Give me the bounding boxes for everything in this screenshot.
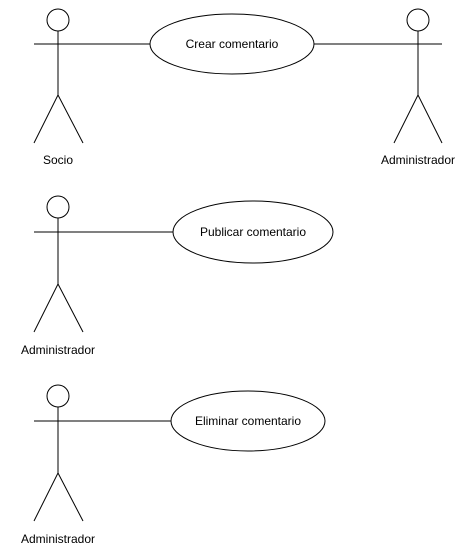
- actor-head: [406, 8, 430, 32]
- actor-label-socio: Socio: [43, 153, 73, 167]
- actor-administrador-publicar: Administrador: [21, 195, 95, 357]
- actor-label-administrador: Administrador: [381, 153, 455, 167]
- use-case-label-eliminar: Eliminar comentario: [195, 414, 301, 428]
- actor-head: [46, 384, 70, 408]
- use-case-publicar-comentario: Publicar comentario: [172, 200, 334, 264]
- actor-leg-right: [417, 94, 443, 144]
- use-case-label-crear: Crear comentario: [186, 37, 279, 51]
- use-case-label-publicar: Publicar comentario: [200, 225, 306, 239]
- actor-socio: Socio: [33, 8, 84, 167]
- actor-leg-left: [33, 94, 59, 144]
- actor-head: [46, 8, 70, 32]
- actor-administrador-eliminar: Administrador: [21, 384, 95, 546]
- use-case-crear-comentario: Crear comentario: [149, 13, 315, 75]
- use-case-ellipse: [170, 390, 326, 452]
- actor-leg-left: [33, 283, 59, 333]
- use-case-ellipse: [172, 200, 334, 264]
- actor-leg-left: [393, 94, 419, 144]
- actor-leg-right: [57, 472, 84, 522]
- actor-leg-left: [33, 472, 59, 522]
- actor-administrador-crear: Administrador: [381, 8, 455, 167]
- actor-leg-right: [57, 283, 84, 333]
- use-case-eliminar-comentario: Eliminar comentario: [170, 390, 326, 452]
- actor-label-administrador: Administrador: [21, 532, 95, 546]
- actor-label-administrador: Administrador: [21, 343, 95, 357]
- actor-leg-right: [57, 94, 84, 144]
- actor-head: [46, 195, 70, 219]
